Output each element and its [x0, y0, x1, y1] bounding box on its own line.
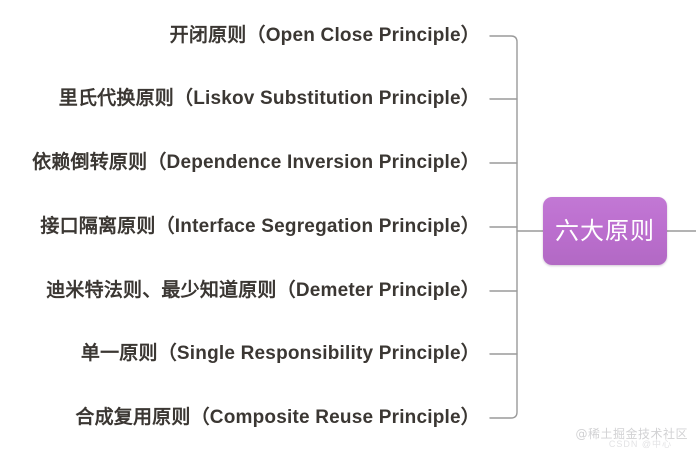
branch-open-paren-6: （: [157, 342, 177, 365]
branch-open-paren-3: （: [147, 151, 167, 174]
branch-open-paren-1: （: [246, 24, 266, 47]
branch-en-2: Liskov Substitution Principle: [193, 88, 461, 110]
branch-label-composite-reuse: 合成复用原则（Composite Reuse Principle）: [75, 406, 480, 430]
branch-open-paren-5: （: [276, 279, 296, 302]
branch-cn-6: 单一原则: [80, 342, 158, 365]
branch-label-liskov-substitution: 里氏代换原则（Liskov Substitution Principle）: [59, 87, 480, 111]
branch-en-7: Composite Reuse Principle: [209, 407, 461, 429]
watermark: @稀土掘金技术社区: [575, 427, 688, 441]
branch-close-paren-6: ）: [460, 342, 480, 365]
branch-open-paren-7: （: [190, 406, 210, 429]
branch-cn-4: 接口隔离原则: [40, 215, 156, 238]
branch-open-paren-2: （: [173, 87, 194, 110]
branch-close-paren-5: ）: [460, 279, 480, 302]
watermark-sub: CSDN @中心: [608, 439, 672, 449]
branch-en-6: Single Responsibility Principle: [176, 343, 461, 365]
branch-label-single-responsibility: 单一原则（Single Responsibility Principle）: [81, 342, 480, 366]
center-node[interactable]: 六大原则: [543, 197, 667, 265]
bracket-spine: [489, 35, 518, 419]
center-node-label: 六大原则: [555, 217, 655, 245]
branch-cn-3: 依赖倒转原则: [32, 151, 148, 174]
branch-close-paren-1: ）: [460, 24, 480, 47]
branch-label-open-close: 开闭原则（Open Close Principle）: [170, 24, 480, 48]
branch-cn-7: 合成复用原则: [75, 406, 191, 429]
branch-open-paren-4: （: [155, 215, 175, 238]
branch-label-interface-segregation: 接口隔离原则（Interface Segregation Principle）: [40, 215, 480, 239]
branch-en-5: Demeter Principle: [295, 280, 461, 302]
branch-label-dependence-inversion: 依赖倒转原则（Dependence Inversion Principle）: [32, 151, 480, 175]
branch-close-paren-7: ）: [460, 406, 480, 429]
branch-cn-5: 迪米特法则、最少知道原则: [46, 279, 277, 302]
branch-close-paren-2: ）: [460, 87, 480, 110]
branch-close-paren-3: ）: [460, 151, 480, 174]
branch-en-4: Interface Segregation Principle: [174, 216, 461, 238]
branch-cn-2: 里氏代换原则: [58, 87, 174, 110]
branch-close-paren-4: ）: [460, 215, 480, 238]
branch-en-3: Dependence Inversion Principle: [166, 152, 461, 174]
branch-cn-1: 开闭原则: [169, 24, 247, 47]
branch-label-demeter: 迪米特法则、最少知道原则（Demeter Principle）: [46, 279, 480, 303]
branch-en-1: Open Close Principle: [265, 25, 461, 47]
